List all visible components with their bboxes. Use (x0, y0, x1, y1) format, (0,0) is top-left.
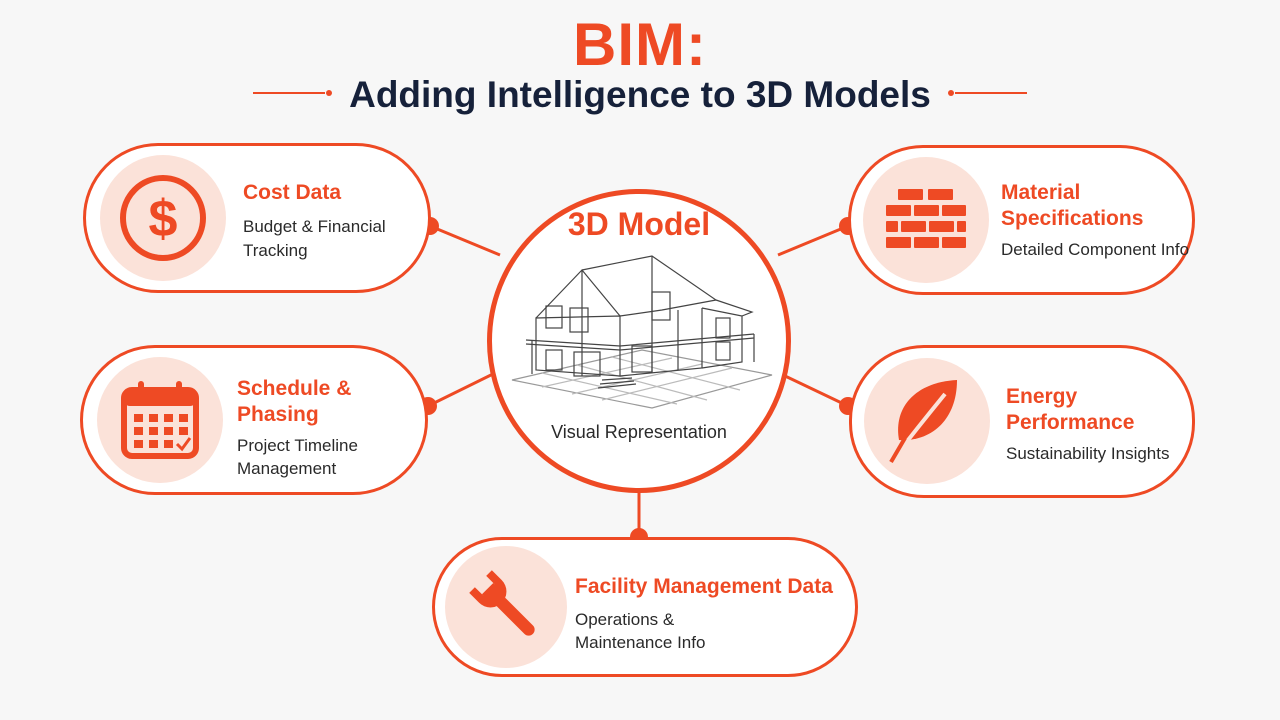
node-schedule-phasing: Schedule & Phasing Project Timeline Mana… (80, 345, 428, 495)
schedule-desc-line1: Project Timeline (237, 436, 358, 455)
subtitle: Adding Intelligence to 3D Models (349, 74, 931, 115)
dollar-icon: $ (120, 175, 206, 261)
connector-cost (429, 224, 501, 257)
connector-schedule (427, 371, 496, 408)
left-decorative-line (253, 92, 325, 94)
subtitle-row: Adding Intelligence to 3D Models (0, 72, 1280, 116)
right-decorative-dot (948, 90, 954, 96)
cost-desc-line1: Budget & Financial (243, 217, 386, 236)
material-icon-badge (863, 157, 989, 283)
cost-icon-badge: $ (100, 155, 226, 281)
energy-title-line1: Energy (1006, 385, 1078, 408)
cost-desc-line2: Tracking (243, 241, 308, 260)
facility-desc-line2: Maintenance Info (575, 633, 706, 652)
energy-title-line2: Performance (1006, 411, 1135, 434)
center-description: Visual Representation (551, 422, 727, 442)
connector-energy (782, 373, 849, 408)
schedule-title-line2: Phasing (237, 403, 319, 426)
node-cost-data: $ Cost Data Budget & Financial Tracking (83, 143, 431, 293)
energy-desc: Sustainability Insights (1006, 444, 1170, 463)
material-title-line2: Specifications (1001, 207, 1144, 230)
wrench-icon (469, 570, 535, 636)
facility-title: Facility Management Data (575, 575, 833, 598)
connector-material (777, 224, 849, 257)
material-desc: Detailed Component Info (1001, 240, 1190, 259)
cost-title: Cost Data (243, 181, 342, 204)
brick-wall-icon (886, 189, 966, 248)
node-facility-management: Facility Management Data Operations & Ma… (432, 537, 858, 677)
facility-desc-line1: Operations & (575, 610, 675, 629)
schedule-desc-line2: Management (237, 459, 337, 478)
schedule-icon-badge (97, 357, 223, 483)
center-title: 3D Model (567, 206, 711, 242)
node-material-specifications: Material Specifications Detailed Compone… (848, 145, 1195, 295)
calendar-icon (121, 381, 199, 459)
main-title: BIM: (573, 11, 707, 78)
left-decorative-dot (326, 90, 332, 96)
facility-icon-badge (445, 546, 567, 668)
node-energy-performance: Energy Performance Sustainability Insigh… (849, 345, 1195, 498)
svg-text:$: $ (149, 190, 178, 248)
energy-icon-badge (864, 358, 990, 484)
center-3d-model: 3D Model Visua (487, 189, 791, 493)
leaf-icon (889, 380, 957, 464)
right-decorative-line (955, 92, 1027, 94)
schedule-title-line1: Schedule & (237, 377, 352, 400)
house-wireframe-icon (511, 255, 773, 409)
material-title-line1: Material (1001, 181, 1081, 204)
